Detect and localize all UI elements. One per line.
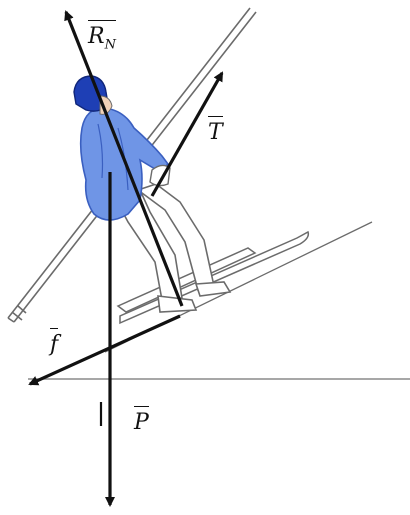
normal-force-symbol: R: [88, 24, 105, 49]
tension-arrow: [150, 71, 224, 197]
weight-symbol: P: [134, 410, 149, 435]
skier-head: [73, 75, 113, 115]
normal-force-subscript: N: [104, 37, 116, 53]
tension-label: T: [208, 116, 223, 144]
normal-force-arrow: [64, 10, 184, 307]
force-vectors: [28, 10, 224, 507]
skier-legs: [110, 183, 232, 313]
tension-symbol: T: [208, 120, 223, 145]
friction-symbol: f: [50, 332, 59, 357]
normal-force-label: RN: [88, 20, 116, 51]
friction-label: f: [50, 328, 59, 357]
weight-label: P: [134, 406, 149, 434]
friction-arrow: [28, 314, 181, 386]
